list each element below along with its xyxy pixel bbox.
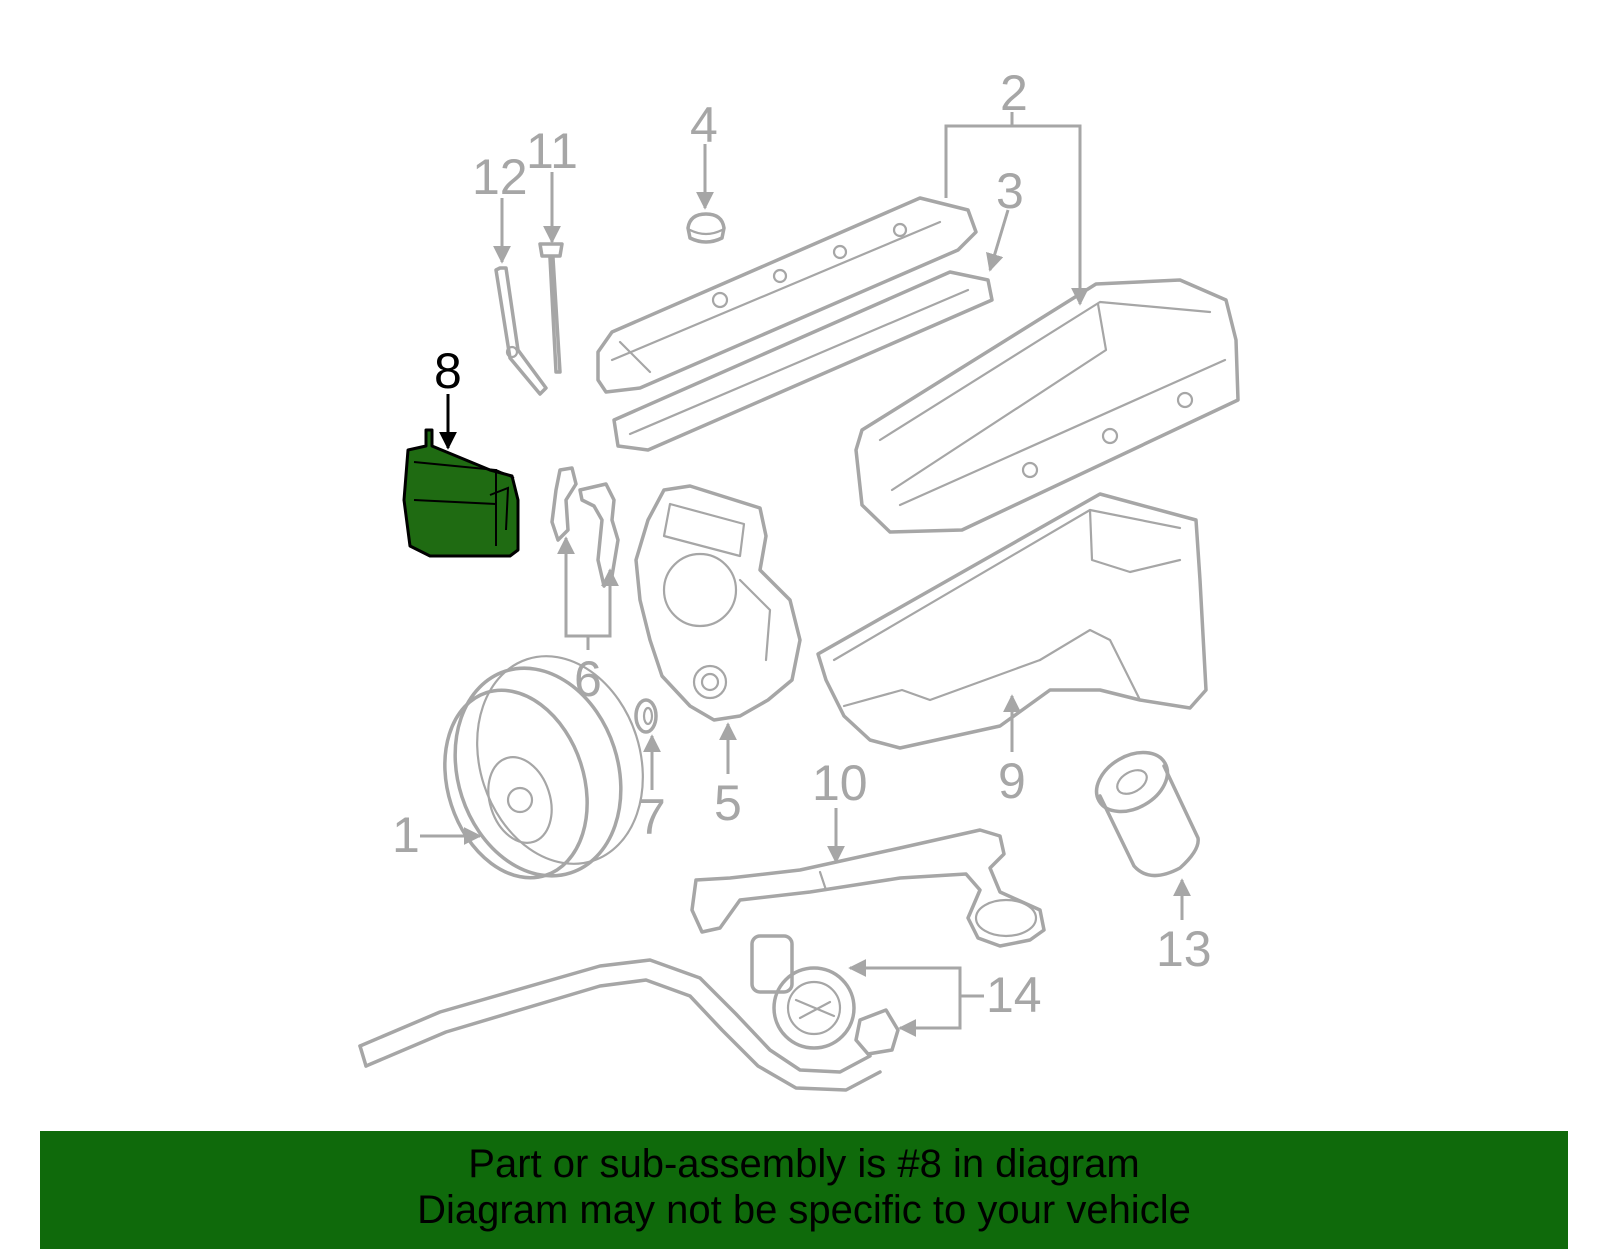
front-crank-seal[interactable] — [634, 698, 658, 734]
oil-pan[interactable] — [816, 492, 1208, 750]
callout-5: 5 — [714, 775, 742, 831]
banner-line-2: Diagram may not be specific to your vehi… — [417, 1188, 1191, 1232]
callout-1: 1 — [392, 807, 420, 863]
valve-cover-gasket[interactable] — [612, 270, 994, 452]
oil-pickup-tube[interactable] — [690, 828, 1046, 948]
oil-filter[interactable] — [1086, 740, 1200, 878]
banner-line-1: Part or sub-assembly is #8 in diagram — [468, 1142, 1140, 1186]
harmonic-balancer[interactable] — [422, 634, 669, 897]
valve-cover-right[interactable] — [854, 278, 1240, 534]
callout-14: 14 — [986, 967, 1042, 1023]
oil-filler-cap[interactable] — [686, 212, 726, 244]
callout-4: 4 — [690, 97, 718, 153]
info-banner: Part or sub-assembly is #8 in diagram Di… — [40, 1131, 1568, 1249]
callout-2: 2 — [1000, 65, 1028, 121]
callout-8: 8 — [434, 343, 462, 399]
front-cover-gasket[interactable] — [550, 466, 620, 588]
dipstick[interactable] — [538, 242, 564, 374]
dipstick-tube[interactable] — [494, 266, 548, 396]
timing-cover[interactable] — [634, 484, 802, 722]
callout-6: 6 — [574, 651, 602, 707]
callout-11: 11 — [526, 123, 578, 179]
oil-cooler-highlighted[interactable] — [402, 428, 520, 558]
valve-cover-left[interactable] — [596, 196, 978, 394]
callout-13: 13 — [1156, 921, 1212, 977]
callout-3: 3 — [996, 163, 1024, 219]
callout-12: 12 — [472, 149, 528, 205]
oil-pump-assembly[interactable] — [358, 934, 900, 1092]
leader-lines — [420, 112, 1191, 1037]
callout-10: 10 — [812, 755, 868, 811]
callout-7: 7 — [638, 789, 666, 845]
callout-9: 9 — [998, 753, 1026, 809]
